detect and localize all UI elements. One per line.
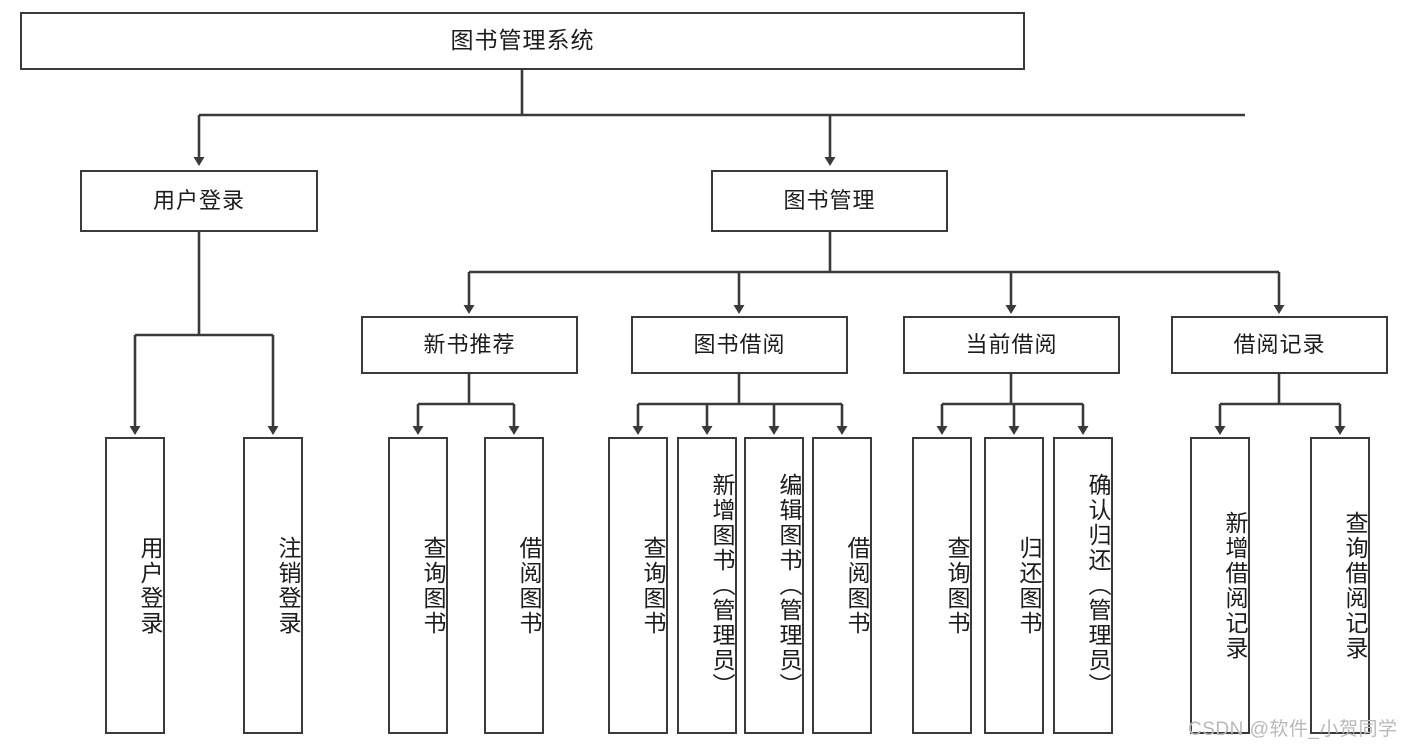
node-borrow-record-label: 借阅记录 bbox=[1233, 331, 1326, 357]
node-current-borrow[interactable]: 当前借阅 bbox=[903, 316, 1120, 374]
node-borrow-record[interactable]: 借阅记录 bbox=[1171, 316, 1388, 374]
node-leaf-borrow-book-1-label: 借阅图书 bbox=[516, 535, 542, 636]
node-leaf-edit-book-label: 编辑图书（管理员） bbox=[776, 473, 802, 698]
node-user-login-label: 用户登录 bbox=[152, 187, 245, 213]
node-leaf-query-book-3[interactable]: 查询图书 bbox=[912, 437, 972, 734]
node-leaf-confirm-return-label: 确认归还（管理员） bbox=[1085, 473, 1111, 698]
node-current-borrow-label: 当前借阅 bbox=[965, 331, 1058, 357]
node-leaf-borrow-book-1[interactable]: 借阅图书 bbox=[484, 437, 544, 734]
node-leaf-add-book[interactable]: 新增图书（管理员） bbox=[677, 437, 737, 734]
node-user-login[interactable]: 用户登录 bbox=[80, 170, 318, 232]
node-leaf-query-borrow-record-label: 查询借阅记录 bbox=[1342, 510, 1368, 661]
node-leaf-logout-label: 注销登录 bbox=[275, 535, 301, 636]
node-book-borrow-label: 图书借阅 bbox=[693, 331, 786, 357]
node-root-label: 图书管理系统 bbox=[450, 27, 595, 54]
csdn-watermark: CSDN @软件_小贺同学 bbox=[1188, 719, 1398, 740]
node-leaf-confirm-return[interactable]: 确认归还（管理员） bbox=[1053, 437, 1113, 734]
node-leaf-query-book-1[interactable]: 查询图书 bbox=[388, 437, 448, 734]
node-leaf-add-book-label: 新增图书（管理员） bbox=[709, 473, 735, 698]
node-leaf-return-book[interactable]: 归还图书 bbox=[984, 437, 1044, 734]
node-leaf-return-book-label: 归还图书 bbox=[1016, 535, 1042, 636]
node-leaf-query-book-2-label: 查询图书 bbox=[640, 535, 666, 636]
node-leaf-borrow-book-2-label: 借阅图书 bbox=[844, 535, 870, 636]
node-book-borrow[interactable]: 图书借阅 bbox=[631, 316, 848, 374]
node-new-book-recommend-label: 新书推荐 bbox=[423, 331, 516, 357]
node-leaf-user-login-label: 用户登录 bbox=[137, 535, 163, 636]
node-leaf-add-borrow-record-label: 新增借阅记录 bbox=[1222, 510, 1248, 661]
node-leaf-query-book-3-label: 查询图书 bbox=[944, 535, 970, 636]
node-book-manage[interactable]: 图书管理 bbox=[711, 170, 948, 232]
node-leaf-logout[interactable]: 注销登录 bbox=[243, 437, 303, 734]
node-leaf-edit-book[interactable]: 编辑图书（管理员） bbox=[744, 437, 804, 734]
node-leaf-borrow-book-2[interactable]: 借阅图书 bbox=[812, 437, 872, 734]
node-leaf-user-login[interactable]: 用户登录 bbox=[105, 437, 165, 734]
node-root-system[interactable]: 图书管理系统 bbox=[20, 12, 1025, 70]
node-leaf-query-borrow-record[interactable]: 查询借阅记录 bbox=[1310, 437, 1370, 734]
node-leaf-query-book-2[interactable]: 查询图书 bbox=[608, 437, 668, 734]
node-book-manage-label: 图书管理 bbox=[783, 187, 876, 213]
node-new-book-recommend[interactable]: 新书推荐 bbox=[361, 316, 578, 374]
node-leaf-query-book-1-label: 查询图书 bbox=[420, 535, 446, 636]
node-leaf-add-borrow-record[interactable]: 新增借阅记录 bbox=[1190, 437, 1250, 734]
